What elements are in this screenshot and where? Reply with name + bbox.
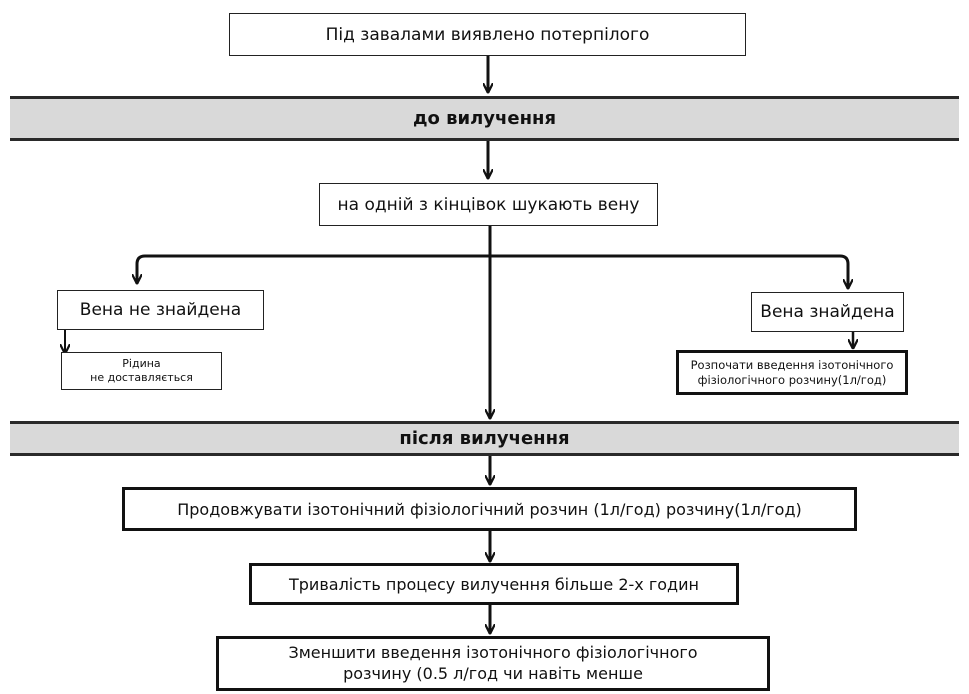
reduce-infusion-line-1: Зменшити введення ізотонічного фізіологі… — [288, 642, 698, 662]
before-extraction-text: до вилучення — [412, 108, 557, 129]
duration-over-2h-box: Тривалість процесу вилучення більше 2-х … — [249, 563, 739, 605]
vein-not-found-box: Вена не знайдена — [57, 290, 264, 330]
fluid-line-2: не доставляється — [90, 371, 193, 384]
reduce-infusion-line-2: розчину (0.5 л/год чи навіть менше — [343, 663, 643, 683]
continue-infusion-text: Продовжувати ізотонічний фізіологічний р… — [177, 499, 802, 519]
duration-over-2h-text: Тривалість процесу вилучення більше 2-х … — [289, 574, 699, 594]
before-extraction-band: до вилучення — [10, 96, 959, 141]
continue-infusion-box: Продовжувати ізотонічний фізіологічний р… — [122, 487, 857, 531]
vein-not-found-text: Вена не знайдена — [79, 300, 242, 320]
after-extraction-band: після вилучення — [10, 421, 959, 456]
branch-right-line — [488, 254, 848, 290]
start-infusion-box: Розпочати введення ізотонічного фізіолог… — [676, 350, 908, 395]
reduce-infusion-box: Зменшити введення ізотонічного фізіологі… — [216, 636, 770, 691]
search-vein-text: на одній з кінцівок шукають вену — [337, 194, 640, 215]
found-under-rubble-text: Під завалами виявлено потерпілого — [325, 24, 650, 45]
branch-left-line — [137, 224, 492, 285]
start-infusion-line-1: Розпочати введення ізотонічного — [690, 357, 894, 372]
fluid-not-delivered-box: Рідина не доставляється — [61, 352, 222, 390]
fluid-line-1: Рідина — [122, 356, 161, 370]
found-under-rubble-box: Під завалами виявлено потерпілого — [229, 13, 746, 56]
vein-found-box: Вена знайдена — [751, 292, 904, 332]
search-vein-box: на одній з кінцівок шукають вену — [319, 183, 658, 226]
start-infusion-line-2: фізіологічного розчину(1л/год) — [697, 372, 887, 387]
after-extraction-text: після вилучення — [399, 428, 570, 449]
vein-found-text: Вена знайдена — [760, 302, 895, 322]
